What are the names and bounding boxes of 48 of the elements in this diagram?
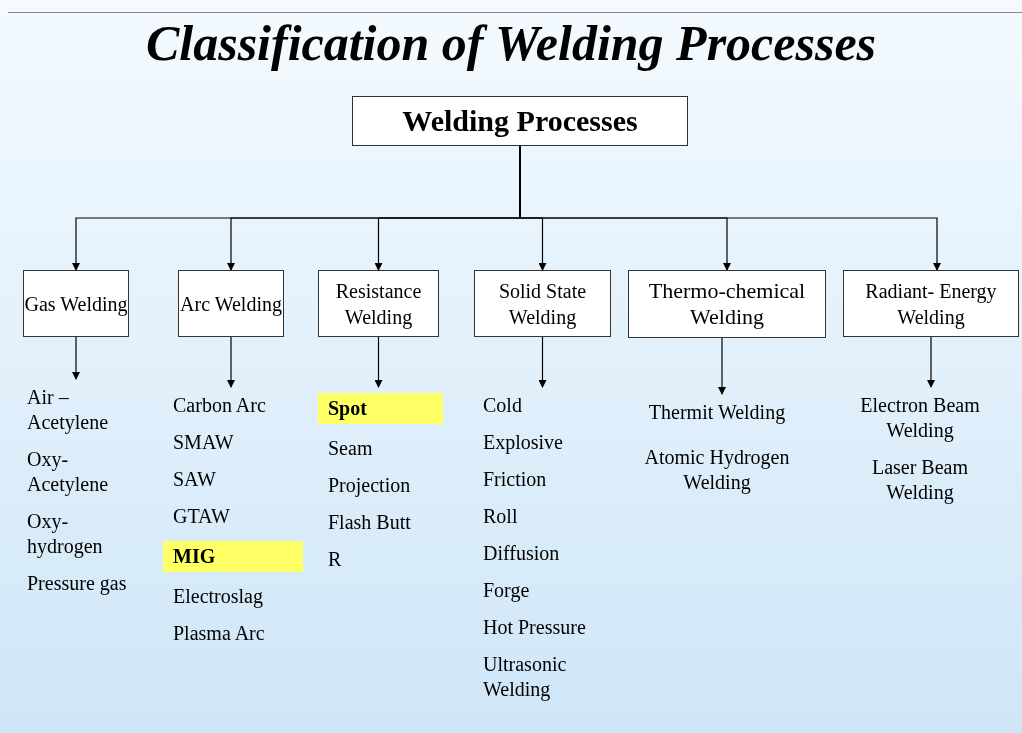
process-list-item: Flash Butt <box>328 510 412 535</box>
process-list-item: Friction <box>483 467 548 492</box>
process-list-item: Cold <box>483 393 523 418</box>
process-list-item: Pressure gas <box>27 571 128 596</box>
process-list-item: R <box>328 547 343 572</box>
process-list-item: Projection <box>328 473 412 498</box>
process-list-item: Thermit Welding <box>647 400 787 425</box>
category-label: Solid State Welding <box>497 278 588 330</box>
title: Classification of Welding Processes <box>144 14 878 72</box>
category-box <box>474 270 611 337</box>
process-list-item: Electroslag <box>173 584 264 609</box>
process-list-item: Explosive <box>483 430 564 455</box>
category-label: Arc Welding <box>180 291 282 317</box>
category-label: Resistance Welding <box>334 278 423 330</box>
process-list-item: Oxy- hydrogen <box>27 509 104 559</box>
category-box <box>843 270 1019 337</box>
process-list-item: Seam <box>328 436 374 461</box>
arrow <box>927 336 935 388</box>
process-list-item: Electron Beam Welding <box>859 393 981 443</box>
process-list-item: Spot <box>318 393 443 424</box>
arrow <box>374 336 383 388</box>
process-list-item: Plasma Arc <box>173 621 266 646</box>
arrow <box>538 336 547 388</box>
process-list-item: Carbon Arc <box>173 393 267 418</box>
category-label: Thermo-chemical Welding <box>647 278 807 330</box>
process-list-item: Oxy- Acetylene <box>27 447 110 497</box>
process-list-item: SMAW <box>173 430 235 455</box>
process-list-item: Roll <box>483 504 519 529</box>
process-list-item: Atomic Hydrogen Welding <box>643 445 791 495</box>
category-label: Radiant- Energy Welding <box>864 278 998 330</box>
process-list-item: Laser Beam Welding <box>870 455 970 505</box>
process-list-item: SAW <box>173 467 217 492</box>
process-list-item: MIG <box>163 541 303 572</box>
process-list-item: GTAW <box>173 504 231 529</box>
arrow <box>718 337 726 395</box>
category-box <box>628 270 826 338</box>
process-list-item: Hot Pressure <box>483 615 587 640</box>
category-label: Gas Welding <box>24 291 128 317</box>
process-list-item: Diffusion <box>483 541 561 566</box>
arrow <box>72 336 80 380</box>
category-box <box>318 270 439 337</box>
process-list-item: Forge <box>483 578 531 603</box>
category-box <box>178 270 284 337</box>
process-list-item: Air – Acetylene <box>27 385 110 435</box>
arrow <box>227 336 235 388</box>
category-box <box>352 96 688 146</box>
category-box <box>23 270 129 337</box>
process-list-item: Ultrasonic Welding <box>483 652 568 702</box>
